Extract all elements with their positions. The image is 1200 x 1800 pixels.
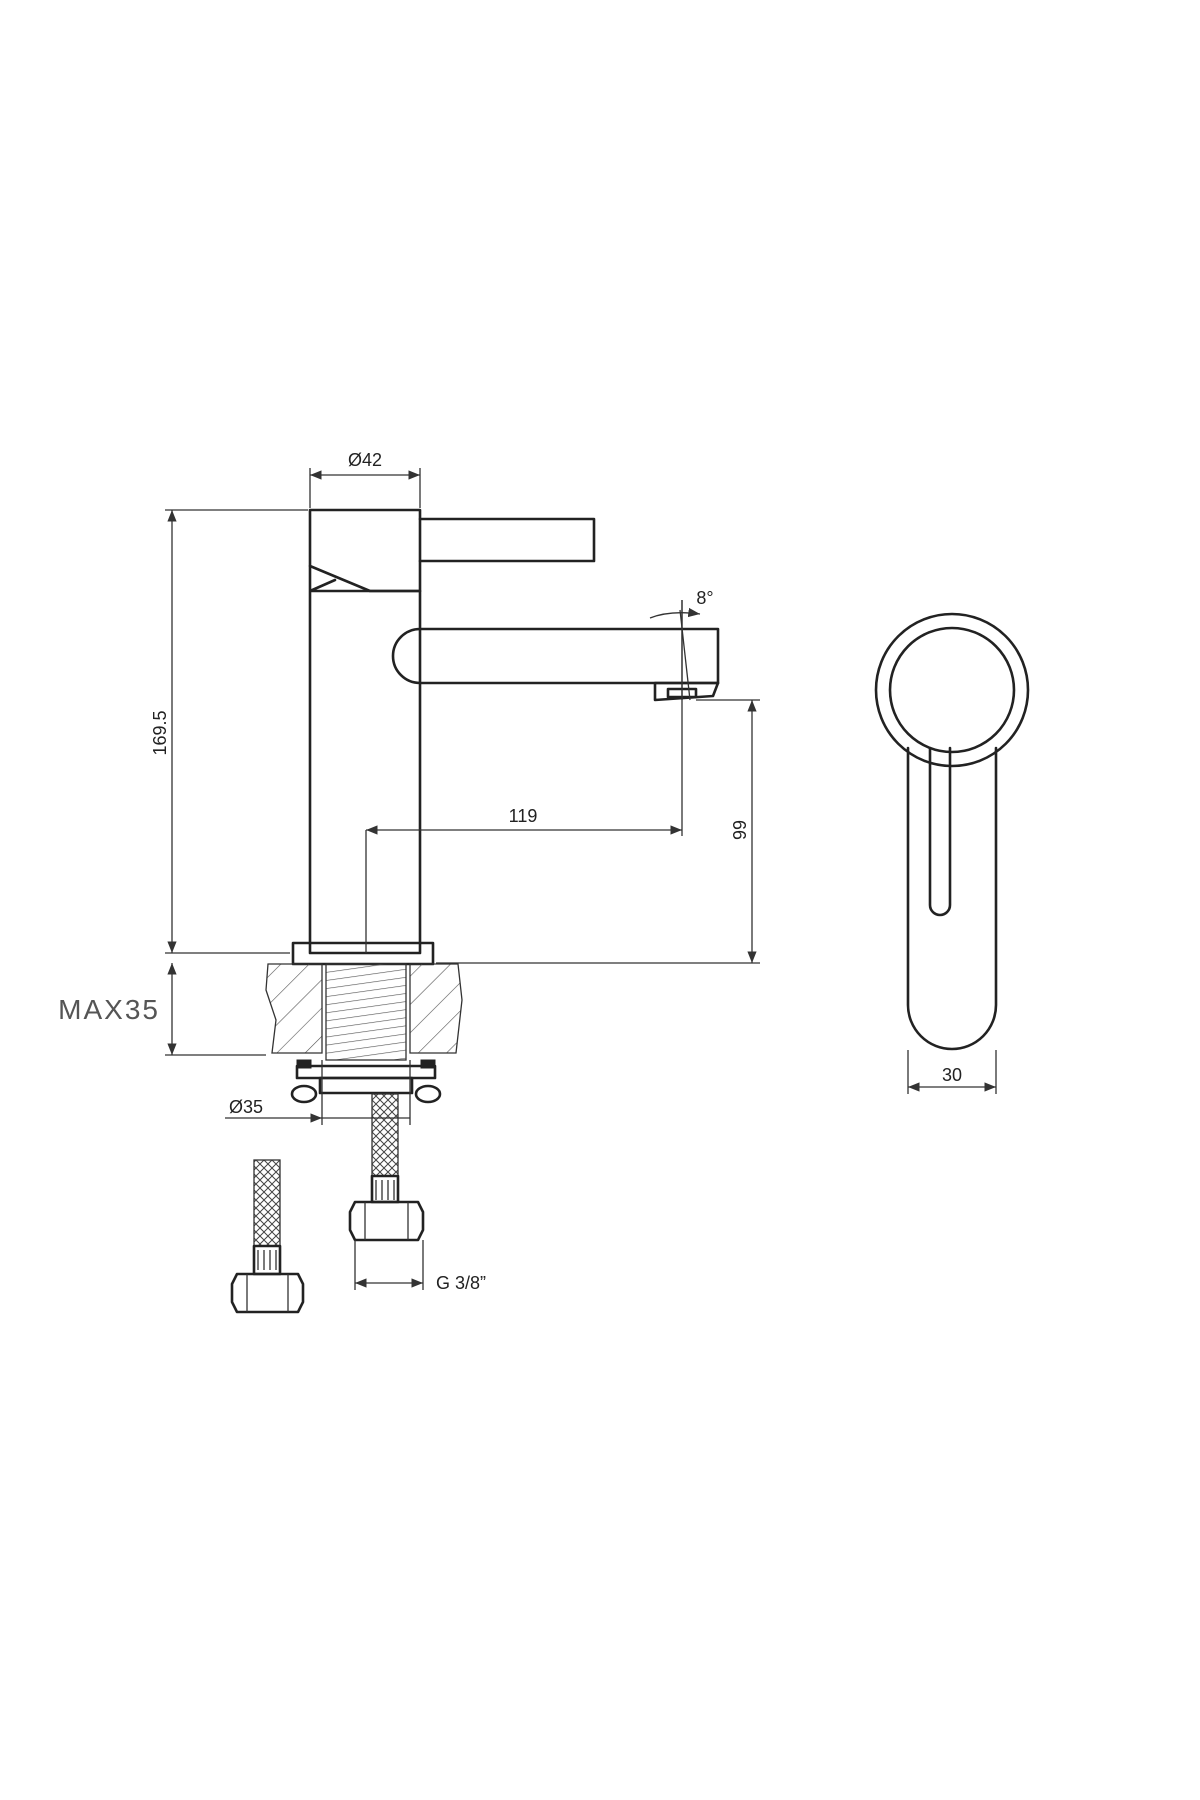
label-spout-reach: 119 [509, 806, 538, 826]
label-max-deck-thickness: MAX35 [58, 994, 160, 1025]
hose-nut-left [230, 1272, 305, 1314]
countertop-right [409, 963, 463, 1054]
stud-nut-right [414, 1084, 442, 1104]
aerator [653, 681, 720, 702]
handle-cap [308, 508, 422, 593]
fixing-washer [295, 1064, 437, 1080]
washer-edge-right [420, 1059, 436, 1069]
spout [391, 627, 720, 685]
washer-edge-left [296, 1059, 312, 1069]
handle-disc [888, 626, 1016, 754]
supply-hose-right [371, 1093, 399, 1177]
supply-hose-left [253, 1159, 281, 1247]
handle-lever [418, 517, 596, 563]
stud-nut-left [290, 1084, 318, 1104]
hose-nut-right [348, 1200, 425, 1242]
fixing-nut [318, 1076, 414, 1095]
front-view [874, 612, 1030, 1051]
side-view [230, 508, 720, 1314]
dimension-lines [165, 468, 997, 1290]
body-column [308, 564, 422, 955]
label-hole-diameter: Ø35 [229, 1097, 263, 1117]
handle-slot [928, 746, 952, 917]
label-spout-height: 99 [730, 820, 750, 840]
dimension-labels: Ø42 8° 169.5 119 99 MAX35 Ø35 G 3/8” 30 [58, 450, 962, 1293]
label-body-diameter: Ø42 [348, 450, 382, 470]
handle-body [906, 746, 998, 1051]
handle-outer-ring [874, 612, 1030, 768]
label-total-height: 169.5 [150, 710, 170, 755]
label-handle-width: 30 [942, 1065, 962, 1085]
countertop-left [265, 963, 323, 1054]
label-spout-angle: 8° [696, 588, 713, 608]
threaded-shank [325, 963, 407, 1061]
label-hose-thread: G 3/8” [436, 1273, 486, 1293]
